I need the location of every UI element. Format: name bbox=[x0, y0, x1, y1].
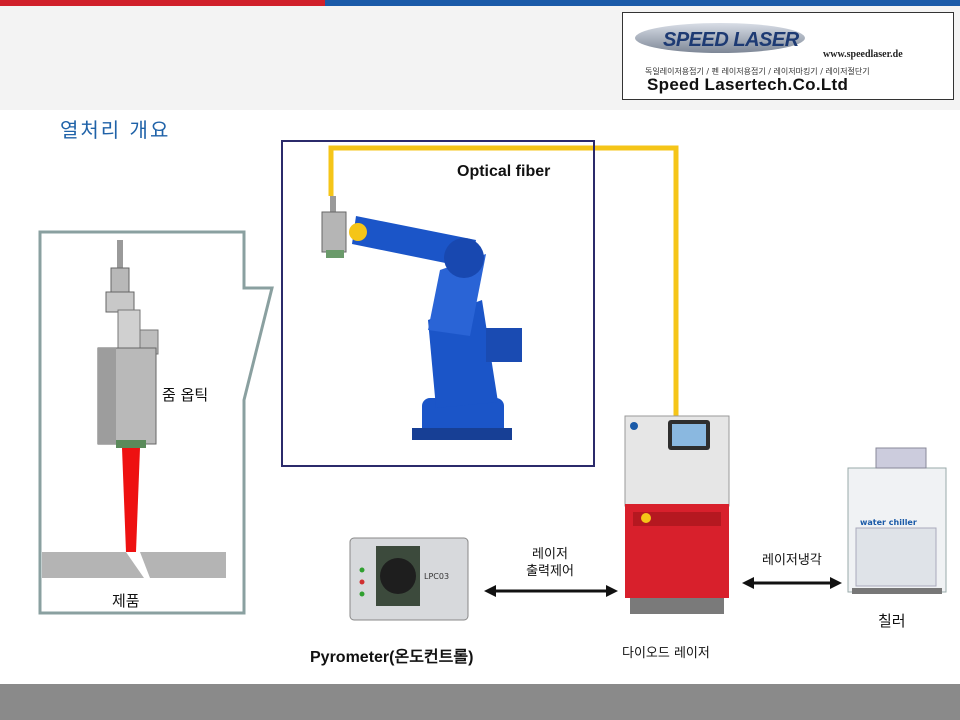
zoom-optic-label: 줌 옵틱 bbox=[162, 386, 209, 404]
pyrometer-label: Pyrometer(온도컨트롤) bbox=[310, 649, 474, 666]
optical-fiber-label: Optical fiber bbox=[457, 163, 551, 180]
cooling-arrow bbox=[742, 577, 842, 589]
zoom-optic-icon bbox=[97, 240, 159, 448]
diode-laser-label: 다이오드 레이저 bbox=[622, 646, 710, 661]
power-control-label: 레이저 출력제어 bbox=[510, 546, 590, 580]
chiller-label: 칠러 bbox=[878, 612, 906, 630]
logo-subtitle: 독일레이저용접기 / 펜 레이저용접기 / 레이저마킹기 / 레이저절단기 bbox=[645, 67, 870, 76]
chiller-panel-text: water chiller bbox=[860, 518, 917, 527]
robot-frame bbox=[281, 140, 595, 467]
logo-company: Speed Lasertech.Co.Ltd bbox=[647, 75, 849, 94]
chiller-icon bbox=[847, 447, 947, 594]
pyrometer-icon bbox=[349, 537, 469, 621]
power-control-line1: 레이저 bbox=[532, 547, 568, 562]
logo-url: www.speedlaser.de bbox=[823, 49, 903, 60]
power-control-arrow bbox=[484, 585, 618, 597]
logo-brand: SPEED LASER bbox=[663, 29, 799, 51]
footer-band bbox=[0, 684, 960, 720]
pyrometer-device-text: LPC03 bbox=[424, 572, 450, 581]
diode-laser-icon bbox=[624, 415, 730, 614]
product-label: 제품 bbox=[112, 592, 140, 610]
product-plate bbox=[42, 552, 226, 578]
laser-beam bbox=[122, 448, 140, 552]
optical-fiber-line bbox=[328, 145, 679, 416]
top-accent-red bbox=[0, 0, 325, 6]
company-logo: SPEED LASER www.speedlaser.de 독일레이저용접기 /… bbox=[622, 12, 954, 100]
power-control-line2: 출력제어 bbox=[526, 564, 574, 579]
logo-swoosh-icon bbox=[635, 23, 805, 53]
slide-title: 열처리 개요 bbox=[60, 118, 171, 142]
cooling-label: 레이저냉각 bbox=[762, 553, 822, 568]
top-accent-blue bbox=[325, 0, 960, 6]
robot-arm-icon bbox=[321, 196, 522, 440]
